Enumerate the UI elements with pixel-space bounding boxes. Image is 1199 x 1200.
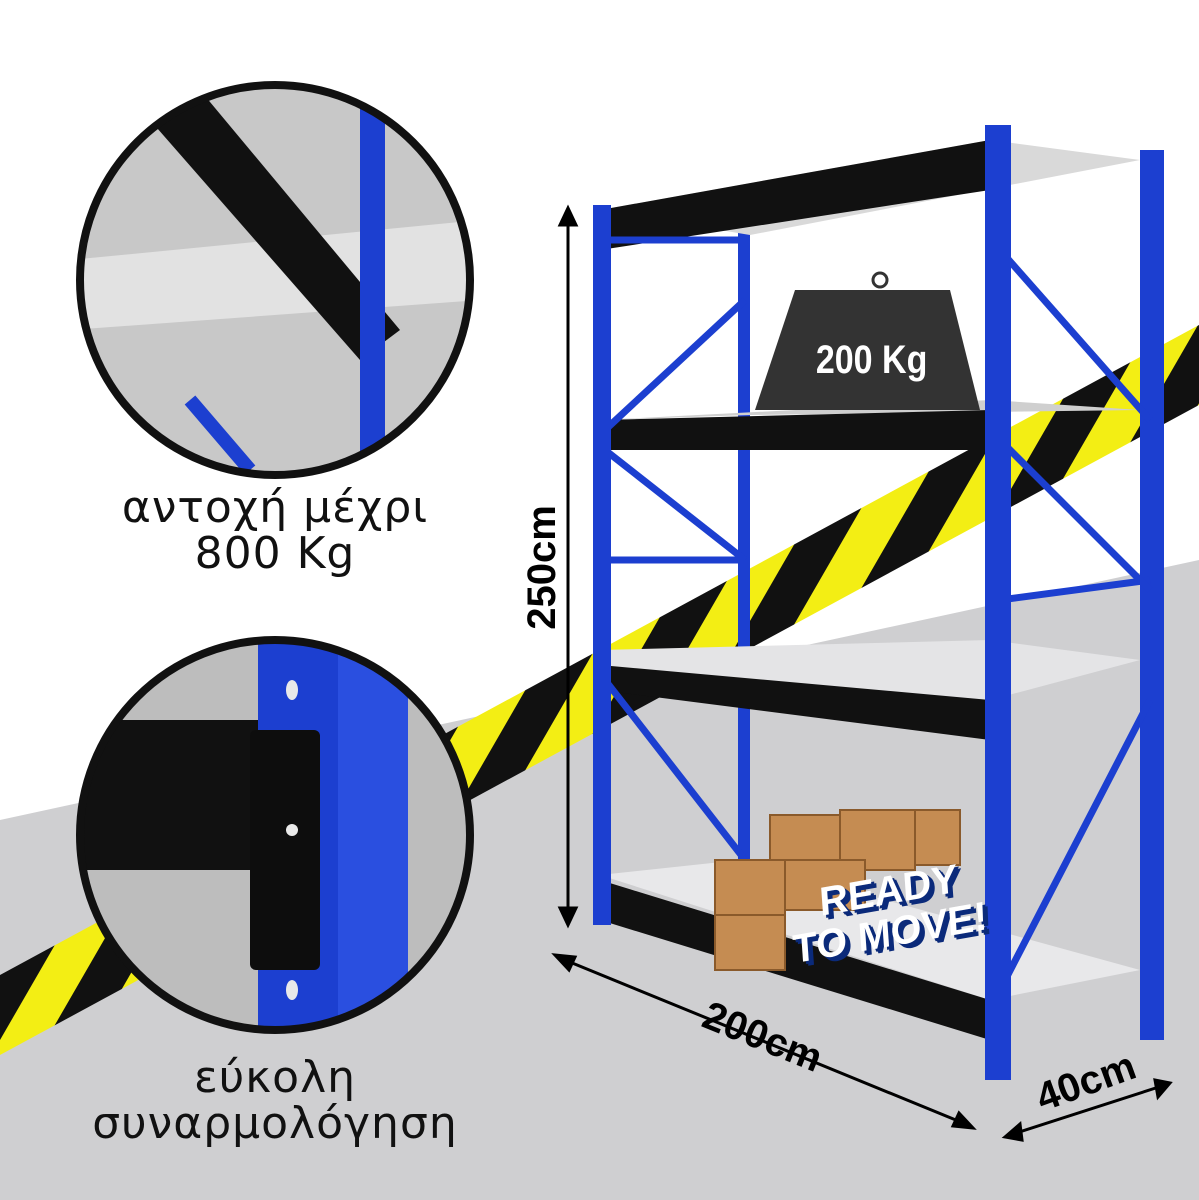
shelving-unit bbox=[593, 125, 1164, 1080]
strength-caption: αντοχή μέχρι 800 Kg bbox=[110, 485, 440, 577]
assembly-line-1: εύκολη bbox=[193, 1052, 357, 1103]
dimension-arrows bbox=[551, 204, 1173, 1142]
weight-label: 200 Kg bbox=[815, 338, 928, 382]
strength-line-1: αντοχή μέχρι bbox=[121, 482, 429, 533]
inset-connector-closeup bbox=[80, 640, 470, 1030]
weight-icon bbox=[755, 290, 980, 410]
assembly-line-2: συναρμολόγηση bbox=[92, 1098, 458, 1149]
height-dimension: 250cm bbox=[519, 505, 564, 630]
inset-beam-closeup bbox=[80, 85, 470, 475]
strength-line-2: 800 Kg bbox=[194, 528, 356, 579]
boxes-icon bbox=[714, 809, 961, 971]
assembly-caption: εύκολη συναρμολόγηση bbox=[60, 1055, 490, 1147]
